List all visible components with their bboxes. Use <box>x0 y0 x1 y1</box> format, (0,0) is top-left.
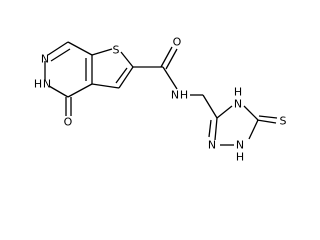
bond <box>91 83 120 89</box>
bond <box>248 119 259 140</box>
atom-label: N <box>43 78 51 91</box>
atom-label: O <box>173 36 182 49</box>
atom-label: N <box>41 53 49 66</box>
atom-label: N <box>236 139 244 152</box>
atom-label: S <box>113 44 120 57</box>
atom-label: H <box>180 89 188 102</box>
bond <box>165 48 178 70</box>
bond <box>216 105 233 119</box>
bond <box>115 67 128 84</box>
atom-label: O <box>64 116 73 129</box>
atom-label: N <box>208 139 216 152</box>
bond <box>256 119 277 124</box>
bond <box>202 94 218 119</box>
bond <box>50 48 71 62</box>
bond <box>67 83 93 98</box>
bond <box>120 51 134 68</box>
bond <box>243 105 259 121</box>
bond <box>48 85 69 98</box>
bond <box>47 41 69 56</box>
atom-labels: N S O N H N H N H O N N H S <box>34 36 287 164</box>
atom-label: S <box>280 115 287 128</box>
atom-label: N <box>171 89 179 102</box>
bond-lines <box>44 41 278 146</box>
molecule-structure: N S O N H N H N H O N N H S <box>34 36 287 164</box>
bond <box>160 46 173 68</box>
bond <box>67 41 93 56</box>
atom-label: N <box>234 98 242 111</box>
atom-label: H <box>34 78 42 91</box>
bond <box>258 115 278 119</box>
bond <box>91 48 113 56</box>
atom-label: H <box>236 151 244 164</box>
bond <box>118 66 134 89</box>
bond <box>214 117 218 141</box>
bond <box>208 119 212 138</box>
bond <box>162 66 178 90</box>
atom-label: H <box>234 86 242 99</box>
